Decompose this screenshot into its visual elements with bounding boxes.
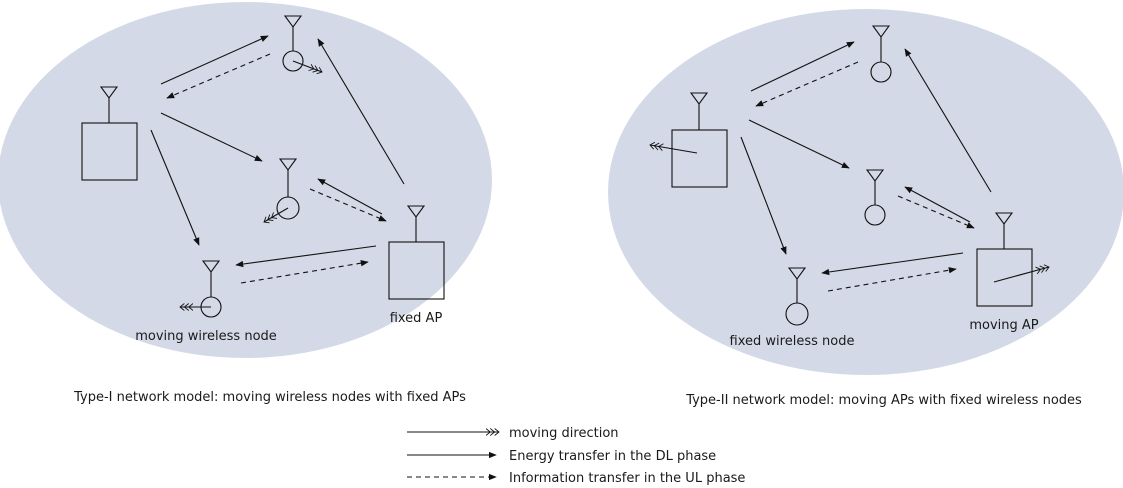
legend-moving-direction: moving direction bbox=[407, 426, 619, 441]
access-point-left-1 bbox=[81, 86, 138, 181]
antenna-icon bbox=[406, 205, 426, 242]
moving-direction-arrow bbox=[292, 60, 322, 72]
energy-transfer-arrow bbox=[317, 178, 383, 215]
node-label: moving wireless node bbox=[135, 329, 277, 344]
energy-transfer-arrow bbox=[150, 129, 200, 246]
wireless-node-top-2 bbox=[870, 25, 892, 83]
information-transfer-arrow bbox=[240, 260, 369, 284]
antenna-icon bbox=[283, 15, 303, 51]
information-transfer-arrow bbox=[309, 188, 387, 222]
access-point-right-2 bbox=[976, 212, 1049, 307]
information-transfer-arrow bbox=[897, 195, 975, 229]
wireless-node-middle-2 bbox=[864, 169, 886, 226]
access-point-left-2 bbox=[650, 92, 728, 188]
legend-information-label: Information transfer in the UL phase bbox=[509, 471, 745, 486]
antenna-icon bbox=[994, 212, 1014, 249]
antenna-icon bbox=[99, 86, 119, 123]
antenna-icon bbox=[689, 92, 709, 130]
legend-energy-transfer: Energy transfer in the DL phase bbox=[407, 449, 716, 464]
energy-transfer-arrow bbox=[904, 186, 971, 223]
legend-energy-label: Energy transfer in the DL phase bbox=[509, 449, 716, 464]
energy-transfer-arrow bbox=[740, 136, 787, 255]
panel-type-1: moving wireless node fixed AP Type-I net… bbox=[0, 2, 492, 405]
energy-transfer-arrow bbox=[821, 252, 964, 276]
ap-label: moving AP bbox=[969, 318, 1038, 333]
coverage-region-1 bbox=[0, 2, 492, 358]
panel-caption: Type-II network model: moving APs with f… bbox=[685, 393, 1082, 408]
wireless-node-bottom-2 bbox=[785, 267, 809, 326]
ap-label: fixed AP bbox=[390, 311, 443, 326]
wireless-node-top-1 bbox=[282, 15, 322, 72]
legend: moving direction Energy transfer in the … bbox=[407, 426, 745, 486]
energy-transfer-arrow bbox=[235, 245, 377, 268]
antenna-icon bbox=[787, 267, 807, 303]
energy-transfer-arrow bbox=[748, 119, 850, 169]
energy-transfer-arrow bbox=[160, 35, 269, 85]
antenna-icon bbox=[871, 25, 891, 62]
energy-transfer-arrow bbox=[904, 48, 992, 193]
antenna-icon bbox=[201, 260, 221, 297]
moving-direction-arrow bbox=[993, 267, 1049, 283]
node-label: fixed wireless node bbox=[730, 334, 855, 349]
moving-direction-arrow bbox=[264, 207, 289, 222]
information-transfer-arrow bbox=[755, 61, 859, 107]
energy-transfer-arrow bbox=[317, 38, 405, 185]
panel-caption: Type-I network model: moving wireless no… bbox=[73, 390, 466, 405]
coverage-region-2 bbox=[608, 9, 1123, 375]
panel-type-2: fixed wireless node moving AP Type-II ne… bbox=[608, 9, 1123, 408]
wireless-node-middle-1 bbox=[264, 158, 300, 222]
access-point-right-1 bbox=[388, 205, 445, 300]
information-transfer-arrow bbox=[166, 53, 271, 99]
wireless-node-bottom-1 bbox=[180, 260, 222, 318]
antenna-icon bbox=[865, 169, 885, 205]
energy-transfer-arrow bbox=[160, 112, 263, 162]
legend-moving-label: moving direction bbox=[509, 426, 619, 441]
legend-information-transfer: Information transfer in the UL phase bbox=[407, 471, 745, 486]
antenna-icon bbox=[278, 158, 298, 197]
information-transfer-arrow bbox=[827, 267, 957, 292]
energy-transfer-arrow bbox=[750, 41, 855, 92]
moving-direction-arrow bbox=[650, 145, 698, 154]
